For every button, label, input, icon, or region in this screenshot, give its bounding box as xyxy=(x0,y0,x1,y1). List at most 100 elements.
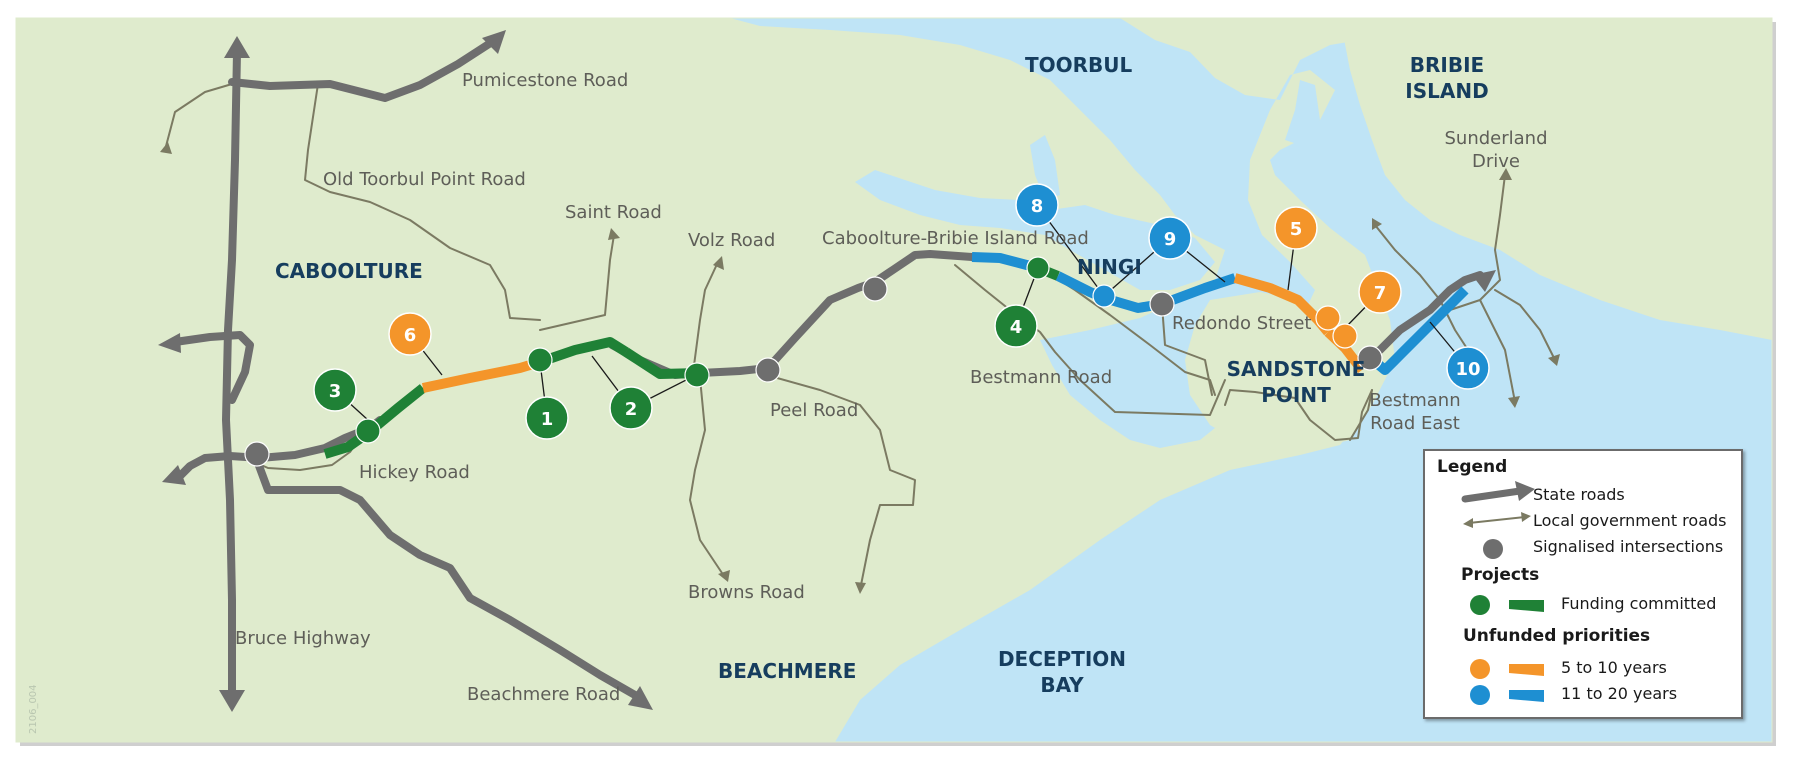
road-labels: Pumicestone Road Old Toorbul Point Road … xyxy=(235,70,1548,705)
badge-project-3 xyxy=(313,368,357,412)
intersections xyxy=(244,256,1383,467)
label-redondo-street: Redondo Street xyxy=(1172,313,1311,334)
badge-project-8 xyxy=(1015,183,1059,227)
legend-state-roads: State roads xyxy=(1533,485,1625,504)
node-project-4 xyxy=(1026,256,1050,280)
badge-project-1 xyxy=(525,396,569,440)
arrowhead-east xyxy=(1548,354,1560,366)
label-saint-road: Saint Road xyxy=(565,202,662,223)
legend-long-term-node xyxy=(1470,685,1490,705)
legend-signal-symbol xyxy=(1483,539,1503,559)
ningi-creek-water xyxy=(855,170,1215,290)
arrowhead-browns xyxy=(718,570,730,582)
label-sunderland-line2: Drive xyxy=(1472,151,1520,172)
badge-number-1: 1 xyxy=(541,409,554,430)
local-roads xyxy=(164,83,1556,591)
creek-branch-water xyxy=(1030,135,1060,200)
arrowhead-pumicestone xyxy=(482,30,506,54)
place-deception-line1: DECEPTION xyxy=(998,647,1126,671)
arrowhead-nw xyxy=(160,142,172,154)
local-road-east-shore xyxy=(1494,289,1556,361)
place-labels: CABOOLTURE TOORBUL BRIBIE ISLAND NINGI S… xyxy=(275,53,1489,697)
label-browns-road: Browns Road xyxy=(688,582,805,603)
bribie-access-road xyxy=(1364,271,1484,360)
western-spur xyxy=(171,331,254,404)
arrowhead-peel xyxy=(855,582,866,594)
legend-local-road-line xyxy=(1468,516,1526,524)
badge-number-10: 10 xyxy=(1455,359,1480,380)
place-beachmere: BEACHMERE xyxy=(718,659,856,683)
local-road-peel xyxy=(769,375,916,591)
bruce-highway xyxy=(222,48,241,694)
label-bestmann-road-east-line2: Road East xyxy=(1370,413,1460,434)
state-road-arrowheads xyxy=(158,30,1496,712)
label-pumicestone-road: Pumicestone Road xyxy=(462,70,628,91)
badge-project-10 xyxy=(1446,346,1490,390)
legend-local-road-arrowhead-left xyxy=(1463,518,1473,528)
badge-project-2 xyxy=(609,386,653,430)
label-bestmann-road-east-line1: Bestmann xyxy=(1369,390,1460,411)
pumicestone-road xyxy=(228,38,496,102)
local-road-north-shore xyxy=(1374,224,1469,351)
place-ningi: NINGI xyxy=(1077,255,1142,279)
legend-title: Legend xyxy=(1437,457,1508,477)
signal-mid-road xyxy=(862,276,888,302)
badge-project-5 xyxy=(1274,206,1318,250)
bribie-channel-water xyxy=(1285,80,1320,145)
legend-signalised-intersections: Signalised intersections xyxy=(1533,537,1724,556)
badge-number-2: 2 xyxy=(625,399,638,420)
node-project-1 xyxy=(527,347,553,373)
segment-project-10 xyxy=(1364,286,1469,375)
local-road-bestmann-east xyxy=(1349,389,1373,441)
legend-state-road-arrowhead xyxy=(1515,481,1535,501)
legend-projects-heading: Projects xyxy=(1461,565,1540,585)
place-sandstone-line1: SANDSTONE xyxy=(1227,357,1366,381)
segment-project-9 xyxy=(1055,271,1237,313)
badge-number-5: 5 xyxy=(1290,219,1303,240)
local-road-browns xyxy=(689,377,725,577)
project-badges xyxy=(313,183,1490,440)
badge-project-9 xyxy=(1148,216,1192,260)
local-road-arrowheads xyxy=(160,142,1560,594)
node-project-5 xyxy=(1315,305,1341,331)
project-badge-numbers: 1 2 3 4 5 6 7 8 9 10 xyxy=(329,196,1481,430)
signal-peel-road xyxy=(755,357,781,383)
segment-project-1 xyxy=(538,337,629,367)
legend-local-roads: Local government roads xyxy=(1533,511,1727,530)
western-spur-south xyxy=(174,452,234,482)
local-road-redondo xyxy=(1161,304,1213,396)
label-peel-road: Peel Road xyxy=(770,400,858,421)
badge-number-4: 4 xyxy=(1010,317,1023,338)
legend-mid-term-segment xyxy=(1509,664,1544,676)
label-sunderland-line1: Sunderland xyxy=(1444,128,1547,149)
map-legend: Legend State roads Local government road… xyxy=(1423,449,1743,719)
label-bestmann-road: Bestmann Road xyxy=(970,367,1112,388)
legend-state-road-line xyxy=(1461,487,1524,503)
arrowhead-bribie-access xyxy=(1472,270,1496,292)
badge-number-7: 7 xyxy=(1374,283,1387,304)
local-road-bestmann-east-branch xyxy=(1479,299,1516,403)
node-project-8 xyxy=(1092,284,1116,308)
badge-number-8: 8 xyxy=(1031,196,1044,217)
label-volz-road: Volz Road xyxy=(688,230,775,251)
legend-symbols xyxy=(1461,481,1544,705)
local-road-sunderland xyxy=(1449,174,1506,311)
arrowhead-sunderland xyxy=(1499,168,1512,180)
place-deception-line2: BAY xyxy=(1040,673,1084,697)
node-project-7 xyxy=(1332,323,1358,349)
local-road-old-toorbul xyxy=(304,83,541,321)
label-caboolture-bribie-island-road: Caboolture-Bribie Island Road xyxy=(822,228,1089,249)
arrowhead-bruce-south xyxy=(219,690,245,712)
local-road-bestmann xyxy=(954,264,1226,416)
badge-number-9: 9 xyxy=(1164,229,1177,250)
map-code-watermark: 2106_004 xyxy=(28,684,39,734)
signal-bestmann-road-east xyxy=(1357,345,1383,371)
local-road-volz xyxy=(692,261,719,374)
arrowhead-bruce-north xyxy=(224,36,250,58)
arrowhead-beachmere xyxy=(628,686,653,710)
legend-long-term-segment xyxy=(1509,690,1544,702)
legend-mid-term-node xyxy=(1470,659,1490,679)
legend-five-to-ten-years: 5 to 10 years xyxy=(1561,658,1667,677)
bribie-island-land xyxy=(1340,18,1772,340)
badge-number-6: 6 xyxy=(404,325,417,346)
